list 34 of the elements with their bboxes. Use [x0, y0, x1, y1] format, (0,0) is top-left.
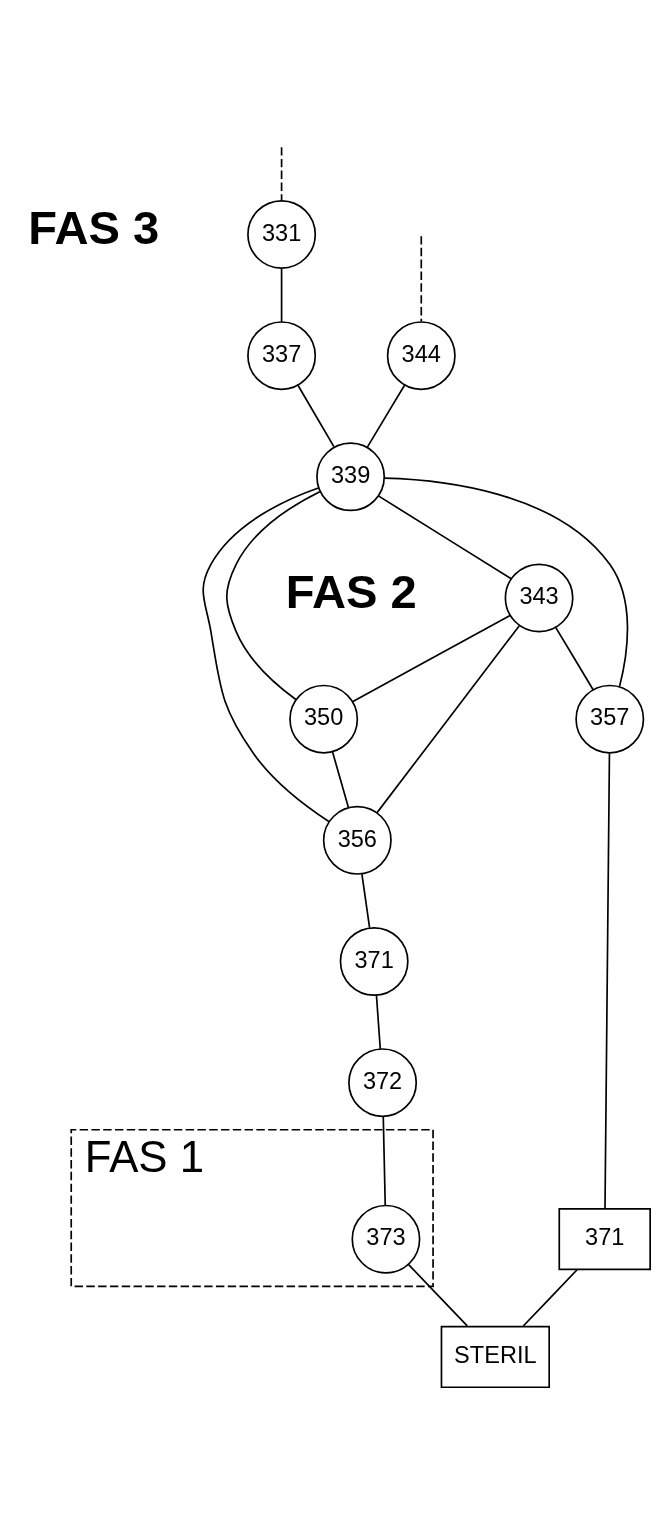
node-box: STERIL [440, 1325, 550, 1388]
connector [522, 1268, 578, 1327]
connector [280, 145, 283, 201]
connector [352, 614, 511, 702]
node-circle: 337 [247, 320, 317, 390]
node-circle: 373 [351, 1204, 421, 1274]
connector [225, 490, 321, 701]
connector [377, 494, 512, 580]
connector [280, 267, 283, 323]
connector [297, 383, 335, 447]
connector [366, 383, 406, 448]
connector [376, 624, 521, 813]
node-circle: 339 [316, 441, 386, 511]
connector [331, 750, 350, 808]
node-circle: 372 [348, 1047, 418, 1117]
node-circle: 350 [289, 684, 359, 754]
node-circle: 357 [575, 684, 645, 754]
connector [361, 872, 371, 928]
node-circle: 371 [339, 926, 409, 996]
node-circle: 343 [504, 562, 574, 632]
label: FAS 3 [28, 200, 160, 254]
label: FAS 2 [285, 564, 417, 618]
connector [383, 476, 629, 687]
node-circle: 356 [322, 805, 392, 875]
node-circle: 331 [247, 199, 317, 269]
connector [604, 751, 611, 1209]
node-circle: 344 [386, 320, 456, 390]
node-box: 371 [558, 1207, 651, 1270]
connector [375, 994, 382, 1050]
connector [202, 486, 330, 822]
connector [420, 234, 423, 322]
connector [382, 1115, 387, 1206]
connector [407, 1263, 469, 1327]
connector [555, 626, 594, 691]
